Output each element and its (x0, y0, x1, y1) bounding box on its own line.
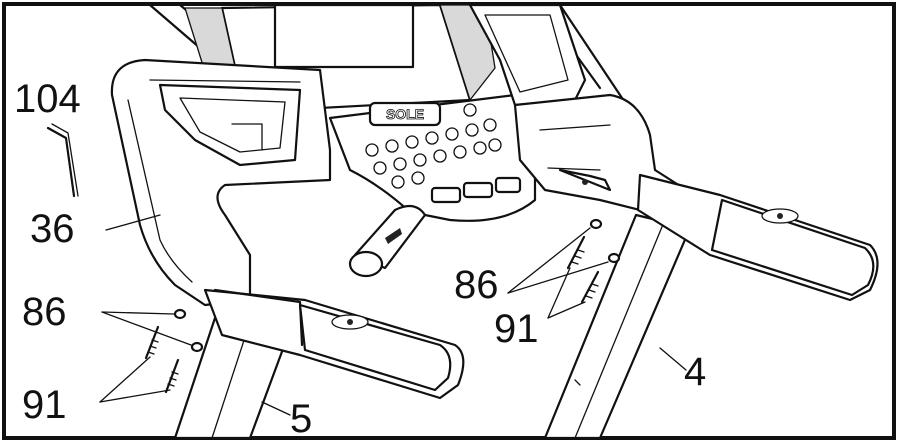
right-upright (543, 213, 692, 440)
hardware-right (566, 218, 621, 304)
brand-plate (368, 101, 442, 127)
washer-right-a (589, 218, 603, 230)
callout-91-left: 91 (22, 383, 67, 427)
leader-lines (99, 214, 687, 416)
bolt-right-a (566, 235, 586, 270)
allen-key-illustration (46, 123, 79, 198)
callout-4: 4 (684, 350, 706, 394)
brand-label: SOLE (386, 106, 424, 122)
bolt-right-b (580, 270, 600, 304)
callout-86-left: 86 (22, 290, 67, 334)
washer-left-a (173, 308, 187, 320)
bolt-left-b (164, 358, 180, 394)
callout-5: 5 (290, 397, 312, 441)
console-knob (348, 204, 427, 278)
handlebar-right (468, 3, 879, 302)
callout-104: 104 (14, 77, 81, 121)
console-keypad: SOLE (328, 93, 537, 222)
callout-91-right: 91 (494, 307, 539, 351)
callout-86-right: 86 (454, 263, 499, 307)
washer-right-b (607, 252, 621, 264)
handlebar-left (110, 58, 465, 400)
washer-left-b (190, 341, 204, 353)
keypad-buttons (365, 103, 502, 189)
callout-36: 36 (30, 207, 75, 251)
